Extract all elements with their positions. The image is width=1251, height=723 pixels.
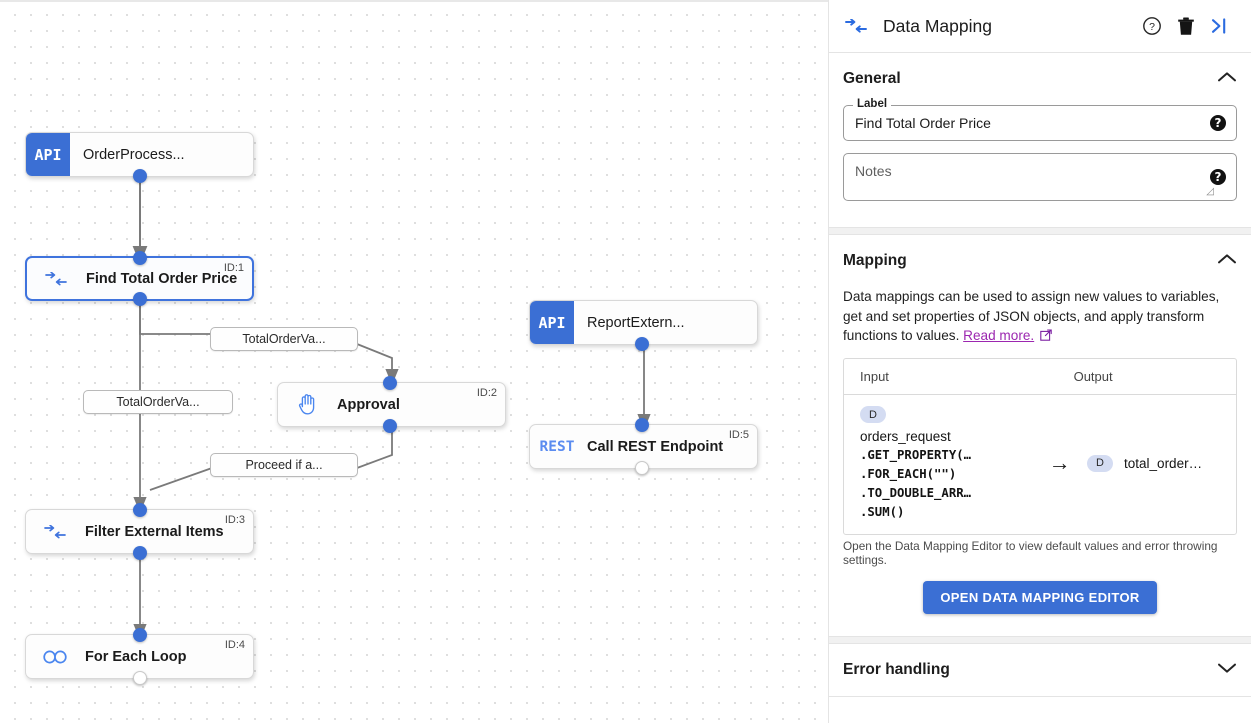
node-output-port[interactable] — [635, 461, 649, 475]
label-field-value: Find Total Order Price — [855, 115, 991, 131]
input-transform-line-2: .FOR_EACH("") — [860, 467, 957, 481]
node-call-rest-endpoint[interactable]: REST Call REST Endpoint ID:5 — [529, 418, 758, 475]
section-divider-2 — [829, 636, 1251, 644]
input-type-badge: D — [860, 406, 886, 423]
node-title: Call REST Endpoint — [587, 438, 724, 455]
node-id-label: ID:2 — [476, 387, 497, 399]
section-error-handling-header[interactable]: Error handling — [843, 644, 1237, 696]
node-title: OrderProcess... — [83, 146, 185, 163]
chevron-up-icon[interactable] — [1217, 252, 1237, 270]
node-report-extern[interactable]: API ReportExtern... — [529, 300, 758, 351]
node-output-port[interactable] — [132, 671, 147, 685]
node-input-port[interactable] — [383, 376, 397, 390]
output-type-badge: D — [1087, 454, 1114, 472]
chevron-down-icon[interactable] — [1217, 661, 1237, 679]
node-find-total-order-price[interactable]: Find Total Order Price ID:1 — [25, 251, 254, 306]
notes-help-icon[interactable]: ? — [1210, 169, 1226, 185]
edge-label-total-order-va-1[interactable]: TotalOrderVa... — [210, 327, 358, 351]
node-output-port[interactable] — [132, 292, 147, 306]
output-variable-name: total_order… — [1124, 455, 1203, 471]
mapping-table-header: Input Output — [844, 359, 1236, 395]
node-approval[interactable]: Approval ID:2 — [277, 376, 506, 433]
mapping-arrow-icon: → — [1048, 450, 1071, 476]
section-error-handling: Error handling — [829, 644, 1251, 696]
open-data-mapping-editor-button[interactable]: OPEN DATA MAPPING EDITOR — [923, 581, 1157, 614]
hand-icon — [290, 394, 324, 415]
section-mapping: Mapping Data mappings can be used to ass… — [829, 235, 1251, 636]
data-mapping-icon — [38, 524, 72, 539]
node-output-port[interactable] — [383, 419, 397, 433]
read-more-link[interactable]: Read more. — [963, 328, 1035, 343]
mapping-description: Data mappings can be used to assign new … — [843, 287, 1237, 358]
column-header-input: Input — [860, 368, 889, 384]
node-input-port[interactable] — [132, 251, 147, 265]
node-id-label: ID:3 — [224, 514, 245, 526]
node-output-port[interactable] — [132, 169, 147, 183]
notes-field[interactable]: Notes ? ◿ — [843, 153, 1237, 201]
node-title: Filter External Items — [85, 523, 224, 540]
mapping-button-row: OPEN DATA MAPPING EDITOR — [843, 581, 1237, 636]
node-input-port[interactable] — [635, 418, 649, 432]
edge-label-proceed-if-a[interactable]: Proceed if a... — [210, 453, 358, 477]
input-transform-line-1: .GET_PROPERTY(… — [860, 448, 972, 462]
node-input-port[interactable] — [132, 628, 147, 642]
node-id-label: ID:5 — [728, 429, 749, 441]
rest-badge: REST — [539, 438, 575, 455]
mapping-input-cell: D orders_request .GET_PROPERTY(… .FOR_EA… — [844, 405, 1032, 523]
edge-layer — [132, 177, 651, 641]
input-transform-line-4: .SUM() — [860, 505, 905, 519]
node-title: For Each Loop — [85, 648, 187, 665]
bottom-divider — [829, 696, 1251, 697]
help-circle-icon[interactable]: ? — [1135, 9, 1169, 43]
mapping-table: Input Output D orders_request .GET_PROPE… — [843, 357, 1237, 535]
section-general: General Label Find Total Order Price ? N… — [829, 53, 1251, 227]
column-header-output: Output — [1073, 368, 1113, 384]
edge-label-total-order-va-2[interactable]: TotalOrderVa... — [83, 390, 233, 414]
node-for-each-loop[interactable]: For Each Loop ID:4 — [25, 628, 254, 685]
data-mapping-icon — [39, 271, 73, 286]
section-title: Mapping — [843, 252, 907, 269]
node-title: Find Total Order Price — [86, 270, 238, 287]
label-field[interactable]: Label Find Total Order Price ? — [843, 98, 1237, 141]
label-field-legend: Label — [853, 98, 892, 110]
node-filter-external-items[interactable]: Filter External Items ID:3 — [25, 503, 254, 560]
data-mapping-icon — [843, 19, 869, 33]
properties-panel: Data Mapping ? — [828, 0, 1251, 723]
infinity-icon — [38, 650, 72, 664]
section-mapping-header[interactable]: Mapping — [843, 235, 1237, 287]
node-output-port[interactable] — [132, 546, 147, 560]
section-divider — [829, 227, 1251, 235]
input-transform-line-3: .TO_DOUBLE_ARR… — [860, 486, 972, 500]
node-order-process[interactable]: API OrderProcess... — [25, 132, 254, 183]
api-badge: API — [26, 133, 70, 176]
node-output-port[interactable] — [635, 337, 649, 351]
api-badge: API — [530, 301, 574, 344]
mapping-hint-text: Open the Data Mapping Editor to view def… — [843, 539, 1218, 567]
trash-icon[interactable] — [1169, 9, 1203, 43]
collapse-panel-icon[interactable] — [1203, 9, 1237, 43]
resize-grip-icon[interactable]: ◿ — [1206, 186, 1214, 197]
panel-title: Data Mapping — [883, 15, 992, 36]
svg-text:?: ? — [1149, 21, 1155, 33]
notes-placeholder: Notes — [855, 163, 892, 179]
node-id-label: ID:1 — [223, 262, 244, 274]
section-title: Error handling — [843, 661, 950, 678]
mapping-table-row[interactable]: D orders_request .GET_PROPERTY(… .FOR_EA… — [844, 395, 1236, 535]
mapping-description-text: Data mappings can be used to assign new … — [843, 289, 1220, 343]
workflow-canvas[interactable]: API OrderProcess... Find Total Order Pri… — [0, 0, 828, 723]
node-title: ReportExtern... — [587, 314, 685, 331]
external-link-icon[interactable] — [1036, 328, 1052, 343]
mapping-output-cell: D total_order… — [1087, 454, 1236, 472]
node-title: Approval — [337, 396, 400, 413]
panel-header: Data Mapping ? — [829, 0, 1251, 53]
input-variable-name: orders_request — [860, 429, 951, 444]
node-input-port[interactable] — [132, 503, 147, 517]
label-help-icon[interactable]: ? — [1210, 115, 1226, 131]
section-title: General — [843, 70, 901, 87]
chevron-up-icon[interactable] — [1217, 70, 1237, 88]
node-id-label: ID:4 — [224, 639, 245, 651]
section-general-header[interactable]: General — [843, 53, 1237, 105]
